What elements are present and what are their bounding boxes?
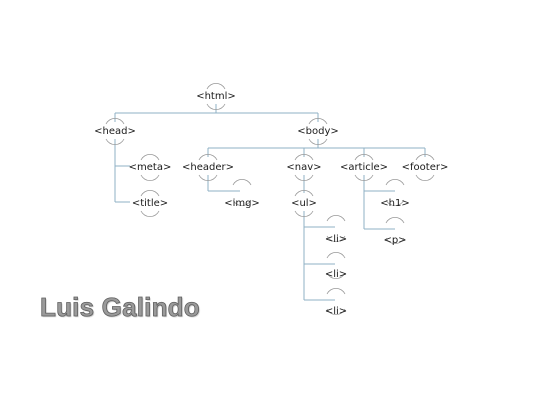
node-arc-ul [294, 190, 314, 217]
node-li-1: <li> [325, 234, 347, 245]
node-labels: <html> <head> <body> <meta> <title> <hea… [94, 91, 448, 317]
node-arc-h1 [385, 179, 405, 206]
author-name: Luis Galindo [40, 292, 200, 323]
node-arcs [105, 83, 435, 315]
node-head: <head> [94, 126, 136, 137]
node-ul: <ul> [291, 198, 317, 209]
node-header: <header> [182, 162, 234, 173]
node-li-2: <li> [325, 269, 347, 280]
node-li-3: <li> [325, 306, 347, 317]
node-arc-img [232, 179, 252, 206]
node-article: <article> [340, 162, 388, 173]
connectors [114, 104, 426, 301]
node-arc-article [354, 154, 374, 181]
node-arc-title [140, 190, 160, 217]
node-arc-head [105, 118, 125, 145]
node-arc-body [308, 118, 328, 145]
node-arc-li1 [326, 215, 346, 242]
node-p: <p> [383, 235, 406, 246]
node-arc-header [198, 154, 218, 181]
node-arc-nav [294, 154, 314, 181]
node-arc-li3 [326, 288, 346, 315]
node-arc-footer [415, 154, 435, 181]
node-arc-p [385, 217, 405, 244]
node-body: <body> [297, 126, 339, 137]
node-h1: <h1> [380, 198, 409, 209]
node-footer: <footer> [402, 162, 449, 173]
node-arc-meta [140, 154, 160, 181]
node-title: <title> [132, 198, 168, 209]
node-arc-li2 [326, 252, 346, 279]
node-nav: <nav> [286, 162, 321, 173]
node-img: <img> [224, 198, 260, 209]
node-arc-html [206, 83, 226, 110]
node-html: <html> [196, 91, 236, 102]
node-meta: <meta> [129, 162, 172, 173]
